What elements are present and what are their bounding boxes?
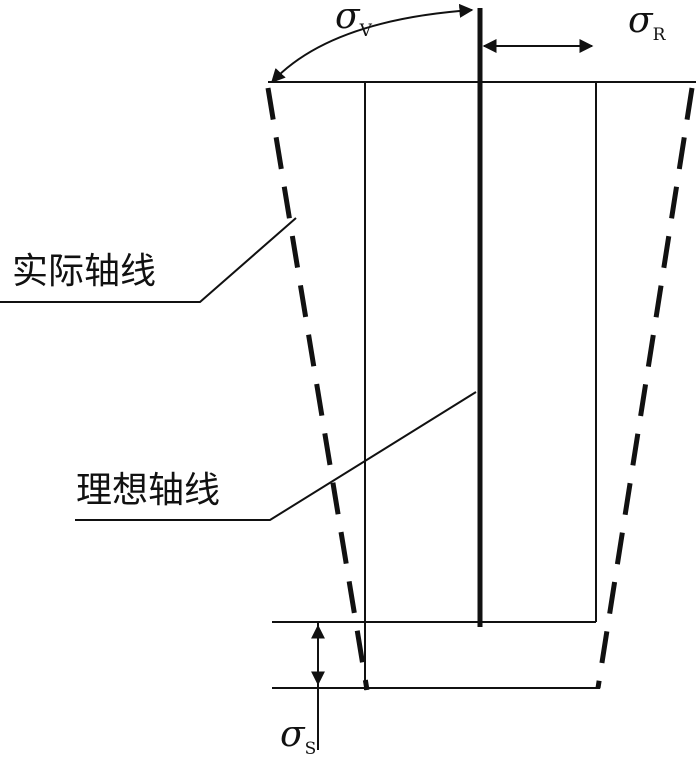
left-dashed-taper <box>265 87 370 691</box>
sigma-r-symbol: σR <box>628 0 667 45</box>
sigma-v-angle-arrow <box>271 3 474 84</box>
actual-axis-label: 实际轴线 <box>12 251 156 292</box>
right-dashed-taper <box>595 87 695 689</box>
sigma-s-symbol: σS <box>280 714 316 759</box>
ideal-axis-label: 理想轴线 <box>76 470 220 511</box>
ideal-axis-leader <box>75 391 477 521</box>
actual-axis-leader <box>0 217 297 303</box>
sigma-v-symbol: σV <box>335 0 373 41</box>
